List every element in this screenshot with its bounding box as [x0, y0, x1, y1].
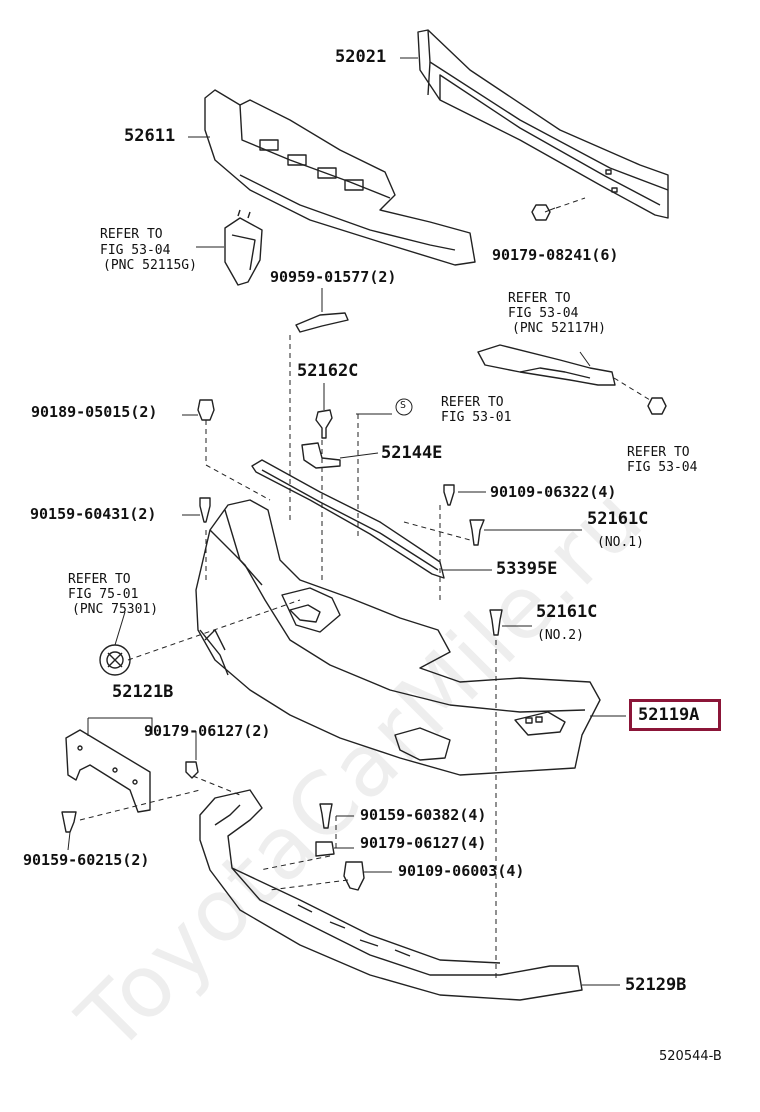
license-bracket-52121B	[65, 729, 151, 813]
label-90109-06322[interactable]: 90109-06322(4)	[490, 483, 617, 501]
bracket-right-upper	[477, 344, 616, 386]
label-90159-60382[interactable]: 90159-60382(4)	[360, 806, 487, 824]
ref-label-52117H-line1: REFER TO	[508, 291, 571, 306]
label-90179-06127-a[interactable]: 90179-06127(2)	[144, 722, 271, 740]
ref-label-52115G-line3: (PNC 52115G)	[103, 258, 197, 273]
label-52162C[interactable]: 52162C	[297, 361, 359, 381]
ref-label-52117H-line3: (PNC 52117H)	[512, 321, 606, 336]
ref-label-75301-line2: FIG 75-01	[68, 587, 139, 602]
ref-label-53-01-line2: FIG 53-01	[441, 410, 512, 425]
label-no2: (NO.2)	[537, 628, 584, 643]
label-90189-05015[interactable]: 90189-05015(2)	[31, 403, 158, 421]
horn-75301	[99, 644, 131, 676]
absorber-52611	[204, 89, 476, 266]
spoiler-52129B	[199, 789, 583, 1001]
label-52119A[interactable]: 52119A	[638, 705, 700, 725]
seal-53395E	[251, 459, 445, 579]
label-52161C-no1[interactable]: 52161C	[587, 509, 649, 529]
ref-label-53-04-line2: FIG 53-04	[627, 460, 698, 475]
fasteners	[61, 204, 667, 891]
ref-label-52117H-line2: FIG 53-04	[508, 306, 579, 321]
highlight-box-52119A	[629, 699, 721, 731]
label-90159-60431[interactable]: 90159-60431(2)	[30, 505, 157, 523]
clip-52162C	[315, 409, 333, 439]
label-52611[interactable]: 52611	[124, 126, 176, 146]
label-52121B[interactable]: 52121B	[112, 682, 174, 702]
label-53395E[interactable]: 53395E	[496, 559, 558, 579]
bumper-cover-52119A	[195, 499, 601, 776]
reinforcement-52021	[417, 29, 669, 219]
label-90959-01577[interactable]: 90959-01577(2)	[270, 268, 397, 286]
ref-label-53-01-line1: REFER TO	[441, 395, 504, 410]
label-no1: (NO.1)	[597, 535, 644, 550]
ref-label-75301-line1: REFER TO	[68, 572, 131, 587]
label-90179-08241[interactable]: 90179-08241(6)	[492, 246, 619, 264]
label-52161C-no2[interactable]: 52161C	[536, 602, 598, 622]
label-90159-60215[interactable]: 90159-60215(2)	[23, 851, 150, 869]
clip-90959	[295, 312, 349, 333]
bracket-52144E	[301, 442, 341, 469]
ref-label-52115G-line2: FIG 53-04	[100, 243, 171, 258]
label-52129B[interactable]: 52129B	[625, 975, 687, 995]
ref-label-53-04-line1: REFER TO	[627, 445, 690, 460]
label-90179-06127-b[interactable]: 90179-06127(4)	[360, 834, 487, 852]
bracket-left-upper	[224, 209, 263, 286]
drawing-number: 520544-B	[659, 1049, 722, 1064]
ref-label-75301-line3: (PNC 75301)	[72, 602, 159, 617]
ref-label-52115G-line1: REFER TO	[100, 227, 163, 242]
circle-s-symbol: S	[400, 400, 407, 411]
label-52144E[interactable]: 52144E	[381, 443, 443, 463]
label-90109-06003[interactable]: 90109-06003(4)	[398, 862, 525, 880]
label-52021[interactable]: 52021	[335, 47, 387, 67]
